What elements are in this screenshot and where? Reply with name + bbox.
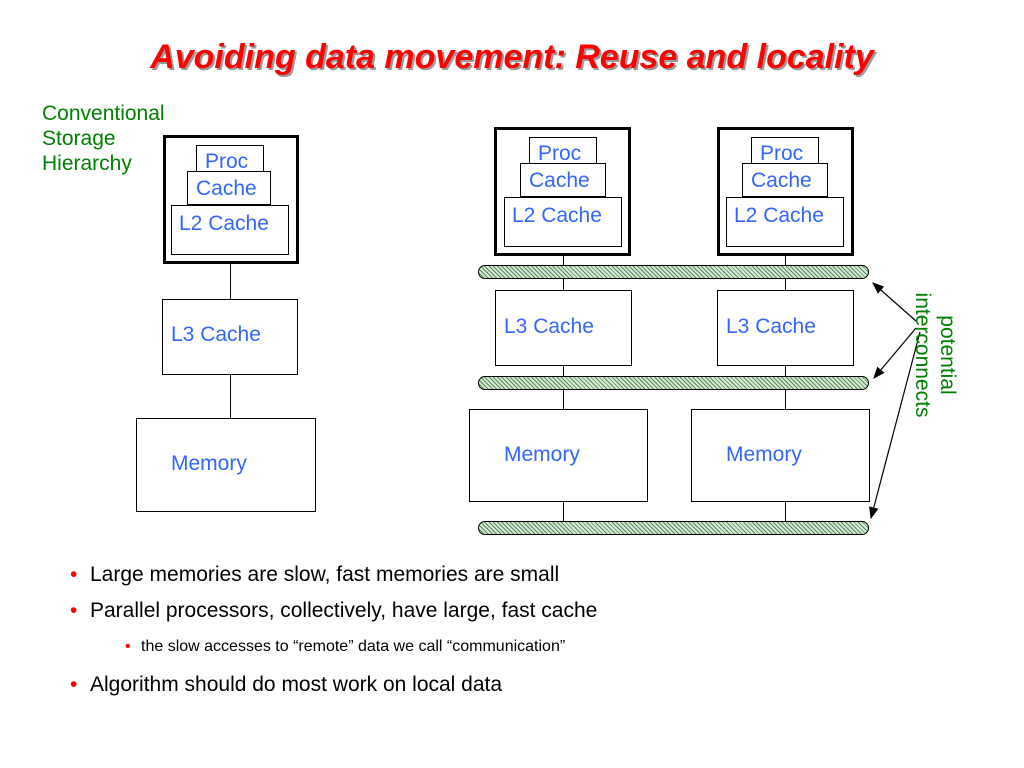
left-l2-box — [171, 205, 289, 255]
left-cache-label: Cache — [196, 177, 257, 200]
interconnect-bus-2 — [478, 376, 869, 390]
node1-memory-box — [469, 409, 648, 502]
node2-l2-label: L2 Cache — [734, 204, 824, 227]
node1-cache-box — [520, 163, 606, 197]
node2-l2-box — [726, 197, 844, 247]
conventional-label-line-2: Storage — [42, 127, 116, 150]
left-link-1 — [230, 264, 231, 300]
conventional-label-line-1: Conventional — [42, 102, 165, 125]
left-link-2 — [230, 375, 231, 419]
interconnect-bus-1 — [478, 265, 869, 279]
potential-interconnects-label: potential interconnects — [910, 210, 960, 500]
node1-l3-box — [495, 290, 632, 366]
node2-cache-box — [742, 163, 828, 197]
left-l3-label: L3 Cache — [171, 323, 261, 346]
node2-link-3 — [785, 502, 786, 528]
sub-bullet-1: the slow accesses to “remote” data we ca… — [123, 634, 597, 660]
node1-link-3 — [563, 502, 564, 528]
node2-l3-box — [717, 290, 854, 366]
node1-cache-label: Cache — [529, 169, 590, 192]
arrow-to-bus-2 — [873, 327, 917, 379]
left-cache-box — [187, 171, 271, 205]
bullet-2: Parallel processors, collectively, have … — [68, 598, 597, 624]
node2-memory-box — [691, 409, 870, 502]
conventional-label-line-3: Hierarchy — [42, 152, 132, 175]
node2-l3-label: L3 Cache — [726, 315, 816, 338]
left-memory-label: Memory — [171, 452, 247, 475]
slide-title: Avoiding data movement: Reuse and locali… — [150, 38, 874, 76]
left-l3-box — [162, 299, 298, 375]
node1-proc-box — [529, 137, 597, 167]
left-proc-label: Proc — [205, 150, 249, 173]
arrow-to-bus-1 — [872, 282, 917, 322]
node2-cache-label: Cache — [751, 169, 812, 192]
interconnect-bus-3 — [478, 521, 869, 535]
node1-l3-label: L3 Cache — [504, 315, 594, 338]
interconnects-label-line-1: potential — [936, 315, 959, 395]
left-memory-box — [136, 418, 316, 512]
node1-l2-label: L2 Cache — [512, 204, 602, 227]
conventional-hierarchy-label: Conventional Storage Hierarchy — [42, 101, 165, 176]
node2-memory-label: Memory — [726, 443, 802, 466]
left-l2-label: L2 Cache — [179, 212, 269, 235]
interconnects-label-line-2: interconnects — [911, 292, 934, 418]
bullet-1: Large memories are slow, fast memories a… — [68, 562, 597, 588]
node2-proc-label: Proc — [760, 142, 804, 165]
bullet-3: Algorithm should do most work on local d… — [68, 672, 597, 698]
node1-proc-label: Proc — [538, 142, 582, 165]
arrow-to-bus-3 — [869, 331, 921, 520]
bullet-list: Large memories are slow, fast memories a… — [68, 562, 597, 708]
node1-l2-box — [504, 197, 622, 247]
node1-memory-label: Memory — [504, 443, 580, 466]
